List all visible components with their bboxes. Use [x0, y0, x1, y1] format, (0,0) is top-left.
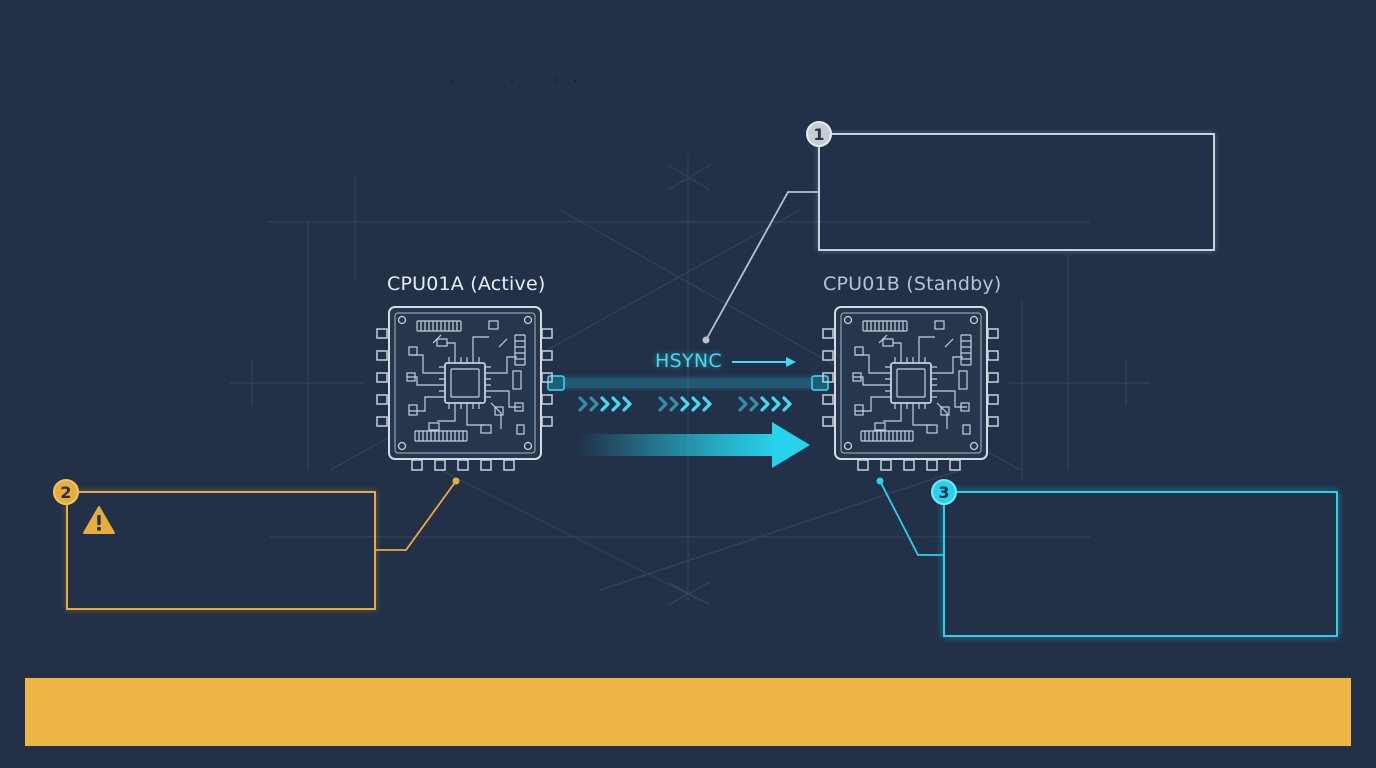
callout-box-1	[818, 133, 1215, 251]
cpu-b-chip	[822, 306, 999, 471]
cpu-a-chip	[376, 306, 553, 471]
hsync-link	[547, 357, 829, 391]
callout-box-3	[943, 491, 1338, 637]
callout-badge-3: 3	[931, 479, 957, 505]
warning-icon	[83, 506, 115, 534]
callout-badge-2: 2	[53, 479, 79, 505]
hsync-label: HSYNC	[655, 350, 722, 372]
footer-bar	[25, 678, 1351, 746]
callout-box-2	[66, 491, 376, 610]
cpu-a-label: CPU01A (Active)	[387, 273, 546, 295]
flow-chevrons	[578, 396, 792, 412]
cpu-b-label: CPU01B (Standby)	[823, 273, 1002, 295]
callout-leaders	[376, 191, 943, 556]
callout-badge-1: 1	[806, 121, 832, 147]
transfer-arrow	[578, 422, 810, 468]
